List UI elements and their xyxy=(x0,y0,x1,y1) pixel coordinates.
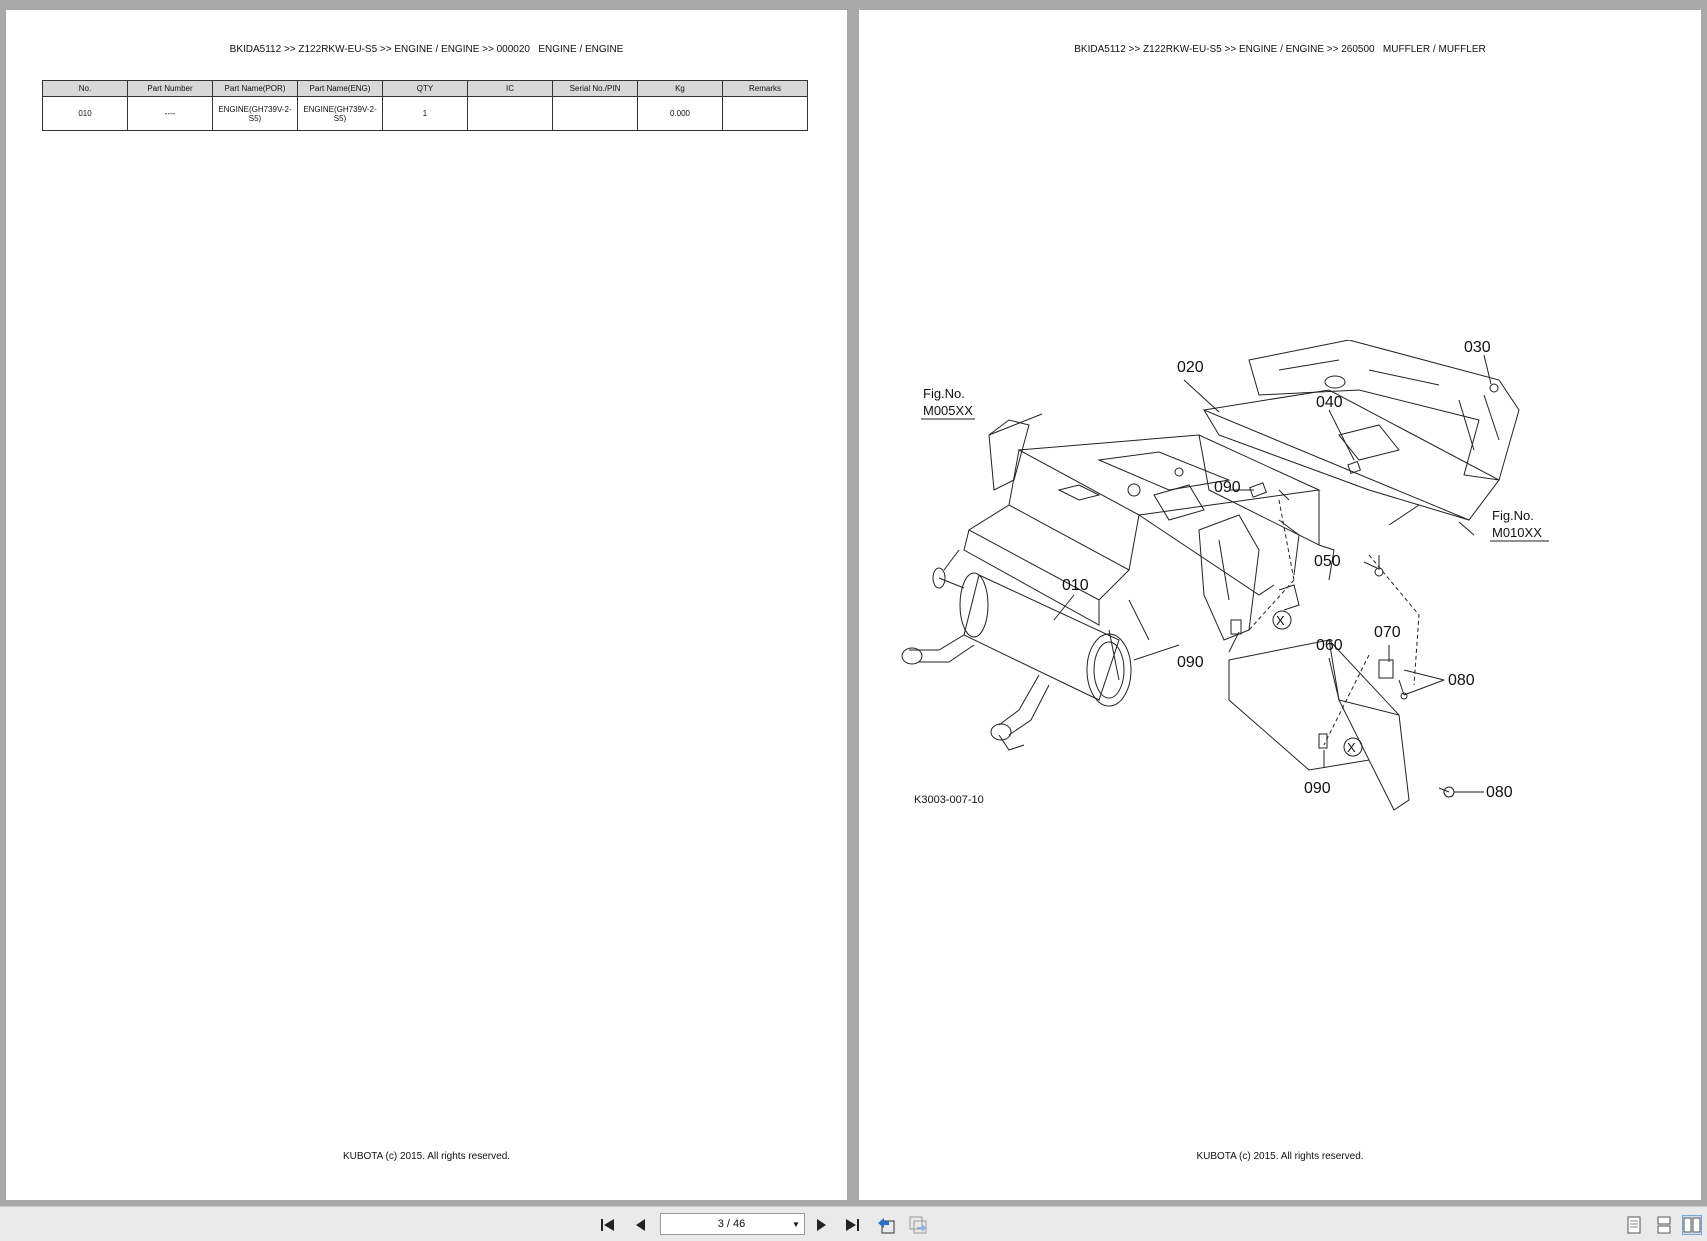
viewer-toolbar: 3 / 46 ▼ xyxy=(0,1206,1707,1241)
cell-kg: 0.000 xyxy=(637,96,723,131)
document-page-left: BKIDA5112 >> Z122RKW-EU-S5 >> ENGINE / E… xyxy=(6,10,847,1200)
page-indicator: 3 / 46 xyxy=(717,1218,746,1230)
muffler-exploded-diagram: 020 030 040 090 050 010 090 060 070 080 … xyxy=(901,340,1549,811)
muffler-drawing xyxy=(901,567,1132,751)
col-header-kg: Kg xyxy=(637,80,723,97)
callout-070: 070 xyxy=(1374,624,1401,641)
next-page-button[interactable] xyxy=(812,1215,832,1235)
page-footer: KUBOTA (c) 2015. All rights reserved. xyxy=(1196,1151,1364,1162)
frame-drawing xyxy=(943,419,1335,681)
col-header-part-name-por: Part Name(POR) xyxy=(212,80,298,97)
previous-page-button[interactable] xyxy=(630,1215,650,1235)
page-footer: KUBOTA (c) 2015. All rights reserved. xyxy=(342,1151,511,1162)
next-view-button[interactable] xyxy=(908,1215,928,1235)
callout-090-lower: 090 xyxy=(1304,780,1331,797)
parts-table-header-row: No. Part Number Part Name(POR) Part Name… xyxy=(42,80,808,97)
callout-050: 050 xyxy=(1314,553,1341,570)
fig-ref-code-right: M010XX xyxy=(1492,525,1542,540)
callout-080-lower: 080 xyxy=(1486,784,1513,801)
callout-090-middle: 090 xyxy=(1177,654,1204,671)
col-header-remarks: Remarks xyxy=(722,80,808,97)
mark-x-1: X xyxy=(1276,613,1285,628)
last-page-icon xyxy=(846,1219,859,1231)
mark-x-circle xyxy=(1272,610,1292,630)
callout-060: 060 xyxy=(1316,637,1343,654)
page-breadcrumb: BKIDA5112 >> Z122RKW-EU-S5 >> ENGINE / E… xyxy=(229,44,624,55)
callout-040: 040 xyxy=(1316,394,1343,411)
table-row: 010 ---- ENGINE(GH739V-2-S5) ENGINE(GH73… xyxy=(42,96,808,131)
callout-020: 020 xyxy=(1177,359,1204,376)
col-header-ic: IC xyxy=(467,80,553,97)
continuous-view-button[interactable] xyxy=(1654,1215,1674,1235)
col-header-no: No. xyxy=(42,80,128,97)
single-page-view-button[interactable] xyxy=(1624,1215,1644,1235)
fig-ref-title-right: Fig.No. xyxy=(1492,508,1534,523)
cell-qty: 1 xyxy=(382,96,468,131)
chevron-down-icon[interactable]: ▼ xyxy=(792,1219,800,1229)
leader-lines xyxy=(988,354,1492,793)
fig-ref-title-left: Fig.No. xyxy=(923,386,965,401)
single-page-view-icon xyxy=(1627,1216,1641,1234)
cell-part-name-por: ENGINE(GH739V-2-S5) xyxy=(212,96,298,131)
fig-ref-code-left: M005XX xyxy=(923,403,973,418)
previous-view-icon xyxy=(878,1218,895,1234)
col-header-part-number: Part Number xyxy=(127,80,213,97)
next-view-icon xyxy=(909,1216,927,1234)
drawing-code: K3003-007-10 xyxy=(914,794,984,806)
col-header-serial: Serial No./PIN xyxy=(552,80,638,97)
next-page-icon xyxy=(817,1219,826,1231)
cell-serial xyxy=(552,96,638,131)
page-number-field[interactable]: 3 / 46 ▼ xyxy=(660,1213,805,1235)
guide-lines xyxy=(1248,499,1420,746)
callout-030: 030 xyxy=(1464,340,1491,356)
cell-remarks xyxy=(722,96,808,131)
lower-shield-drawing xyxy=(1228,639,1410,811)
parts-table: No. Part Number Part Name(POR) Part Name… xyxy=(42,80,808,131)
callout-090-upper: 090 xyxy=(1214,479,1241,496)
hardware-drawing xyxy=(1230,383,1499,798)
previous-view-button[interactable] xyxy=(876,1215,896,1235)
cell-part-name-eng: ENGINE(GH739V-2-S5) xyxy=(297,96,383,131)
mark-x-2: X xyxy=(1347,740,1356,755)
page-breadcrumb: BKIDA5112 >> Z122RKW-EU-S5 >> ENGINE / E… xyxy=(1074,44,1486,55)
col-header-part-name-eng: Part Name(ENG) xyxy=(297,80,383,97)
callout-010: 010 xyxy=(1062,577,1089,594)
first-page-icon xyxy=(601,1219,614,1231)
cell-no: 010 xyxy=(42,96,128,131)
col-header-qty: QTY xyxy=(382,80,468,97)
cell-ic xyxy=(467,96,553,131)
two-page-view-icon xyxy=(1683,1217,1701,1233)
last-page-button[interactable] xyxy=(842,1215,862,1235)
first-page-button[interactable] xyxy=(598,1215,618,1235)
upper-bracket-drawing xyxy=(1248,340,1520,481)
continuous-view-icon xyxy=(1657,1216,1671,1234)
previous-page-icon xyxy=(636,1219,645,1231)
two-page-view-button[interactable] xyxy=(1682,1215,1702,1235)
callout-080-upper: 080 xyxy=(1448,672,1475,689)
mark-x-circle xyxy=(1343,737,1363,757)
cell-part-number: ---- xyxy=(127,96,213,131)
document-page-right: BKIDA5112 >> Z122RKW-EU-S5 >> ENGINE / E… xyxy=(859,10,1701,1200)
